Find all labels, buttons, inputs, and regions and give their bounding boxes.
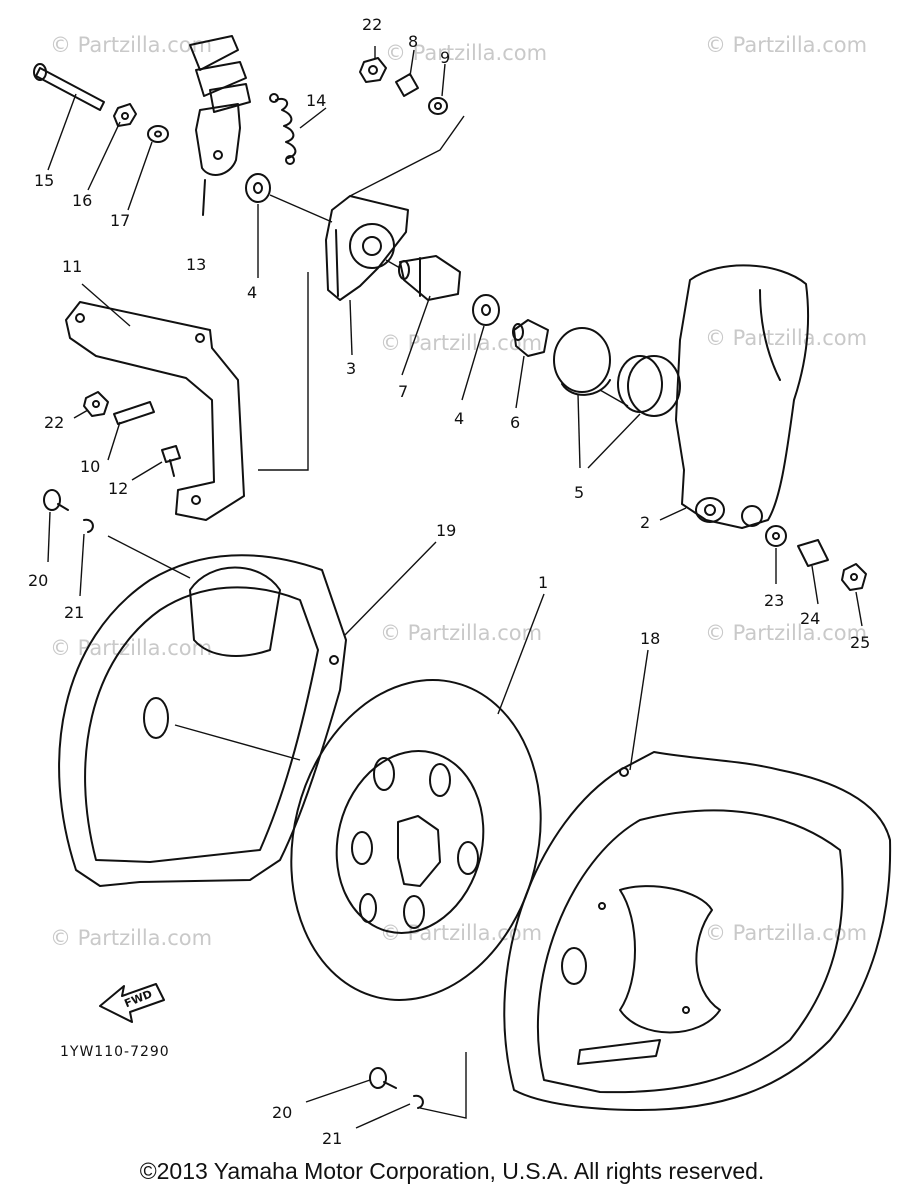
callout-19: 19 — [436, 521, 456, 540]
brake-pad-part-5-b — [617, 355, 681, 417]
nut-part-16 — [113, 103, 137, 127]
callout-7: 7 — [398, 382, 408, 401]
callout-numbers: 15 16 17 13 14 22 8 9 4 11 3 7 4 6 5 2 2… — [28, 15, 870, 1148]
callout-2: 2 — [640, 513, 650, 532]
bracket-part-11 — [65, 301, 245, 521]
clip-part-21-left — [83, 518, 94, 533]
spring-part-14 — [269, 93, 297, 165]
callout-leaders — [47, 46, 863, 1129]
pin-part-8 — [395, 73, 419, 97]
callout-15: 15 — [34, 171, 54, 190]
back-cover-part-19 — [58, 554, 347, 887]
stud-part-24 — [797, 539, 829, 567]
callout-18: 18 — [640, 629, 660, 648]
washer-part-23 — [765, 525, 787, 547]
callout-4-lower: 4 — [454, 409, 464, 428]
nut-part-22-left — [83, 391, 109, 417]
fwd-label: FWD — [122, 987, 154, 1010]
screw-part-20-bottom — [369, 1067, 397, 1089]
watermark-text: © Partzilla.com — [380, 621, 542, 645]
watermark-text: © Partzilla.com — [50, 926, 212, 950]
washer-part-17 — [147, 125, 169, 143]
brake-lever-part-13 — [189, 35, 251, 216]
dust-cover-part-18 — [503, 751, 892, 1111]
washer-part-9 — [428, 97, 448, 115]
callout-22-left: 22 — [44, 413, 64, 432]
callout-3: 3 — [346, 359, 356, 378]
watermark-text: © Partzilla.com — [705, 326, 867, 350]
callout-14: 14 — [306, 91, 326, 110]
callout-25: 25 — [850, 633, 870, 652]
brake-disc-part-1 — [290, 679, 542, 1001]
diagram-code: 1YW110-7290 — [60, 1044, 170, 1060]
washer-part-4-upper — [245, 173, 271, 203]
clip-part-21-bottom — [413, 1094, 424, 1109]
caliper-body-part-2 — [675, 264, 810, 529]
callout-9: 9 — [440, 48, 450, 67]
callout-1: 1 — [538, 573, 548, 592]
callout-20-left: 20 — [28, 571, 48, 590]
callout-21-bottom: 21 — [322, 1129, 342, 1148]
callout-20-bottom: 20 — [272, 1103, 292, 1122]
callout-17: 17 — [110, 211, 130, 230]
watermark-text: © Partzilla.com — [50, 33, 212, 57]
watermark-text: © Partzilla.com — [705, 621, 867, 645]
forward-direction-arrow — [99, 983, 165, 1023]
pin-part-6 — [512, 319, 549, 357]
callout-13: 13 — [186, 255, 206, 274]
callout-24: 24 — [800, 609, 820, 628]
pin-part-10 — [113, 401, 155, 425]
callout-5: 5 — [574, 483, 584, 502]
callout-23: 23 — [764, 591, 784, 610]
copyright-notice: ©2013 Yamaha Motor Corporation, U.S.A. A… — [139, 1158, 765, 1184]
brake-pad-part-5-a — [553, 327, 611, 396]
washer-part-4-lower — [472, 294, 500, 326]
callout-16: 16 — [72, 191, 92, 210]
watermark-text: © Partzilla.com — [705, 921, 867, 945]
callout-6: 6 — [510, 413, 520, 432]
assembly-lines — [107, 115, 629, 1119]
callout-11: 11 — [62, 257, 82, 276]
callout-8: 8 — [408, 32, 418, 51]
watermark-text: © Partzilla.com — [50, 636, 212, 660]
caliper-plate-part-3 — [325, 195, 409, 301]
bolt-part-15 — [33, 63, 105, 111]
nut-part-25 — [841, 563, 867, 591]
bolt-part-12 — [161, 445, 181, 477]
callout-22-top: 22 — [362, 15, 382, 34]
callout-4-upper: 4 — [247, 283, 257, 302]
callout-12: 12 — [108, 479, 128, 498]
watermark-text: © Partzilla.com — [705, 33, 867, 57]
cam-shaft-part-7 — [398, 255, 461, 301]
watermark-text: © Partzilla.com — [380, 331, 542, 355]
screw-part-20-left — [43, 489, 69, 511]
callout-21-left: 21 — [64, 603, 84, 622]
nut-part-22-top — [359, 57, 387, 83]
callout-10: 10 — [80, 457, 100, 476]
